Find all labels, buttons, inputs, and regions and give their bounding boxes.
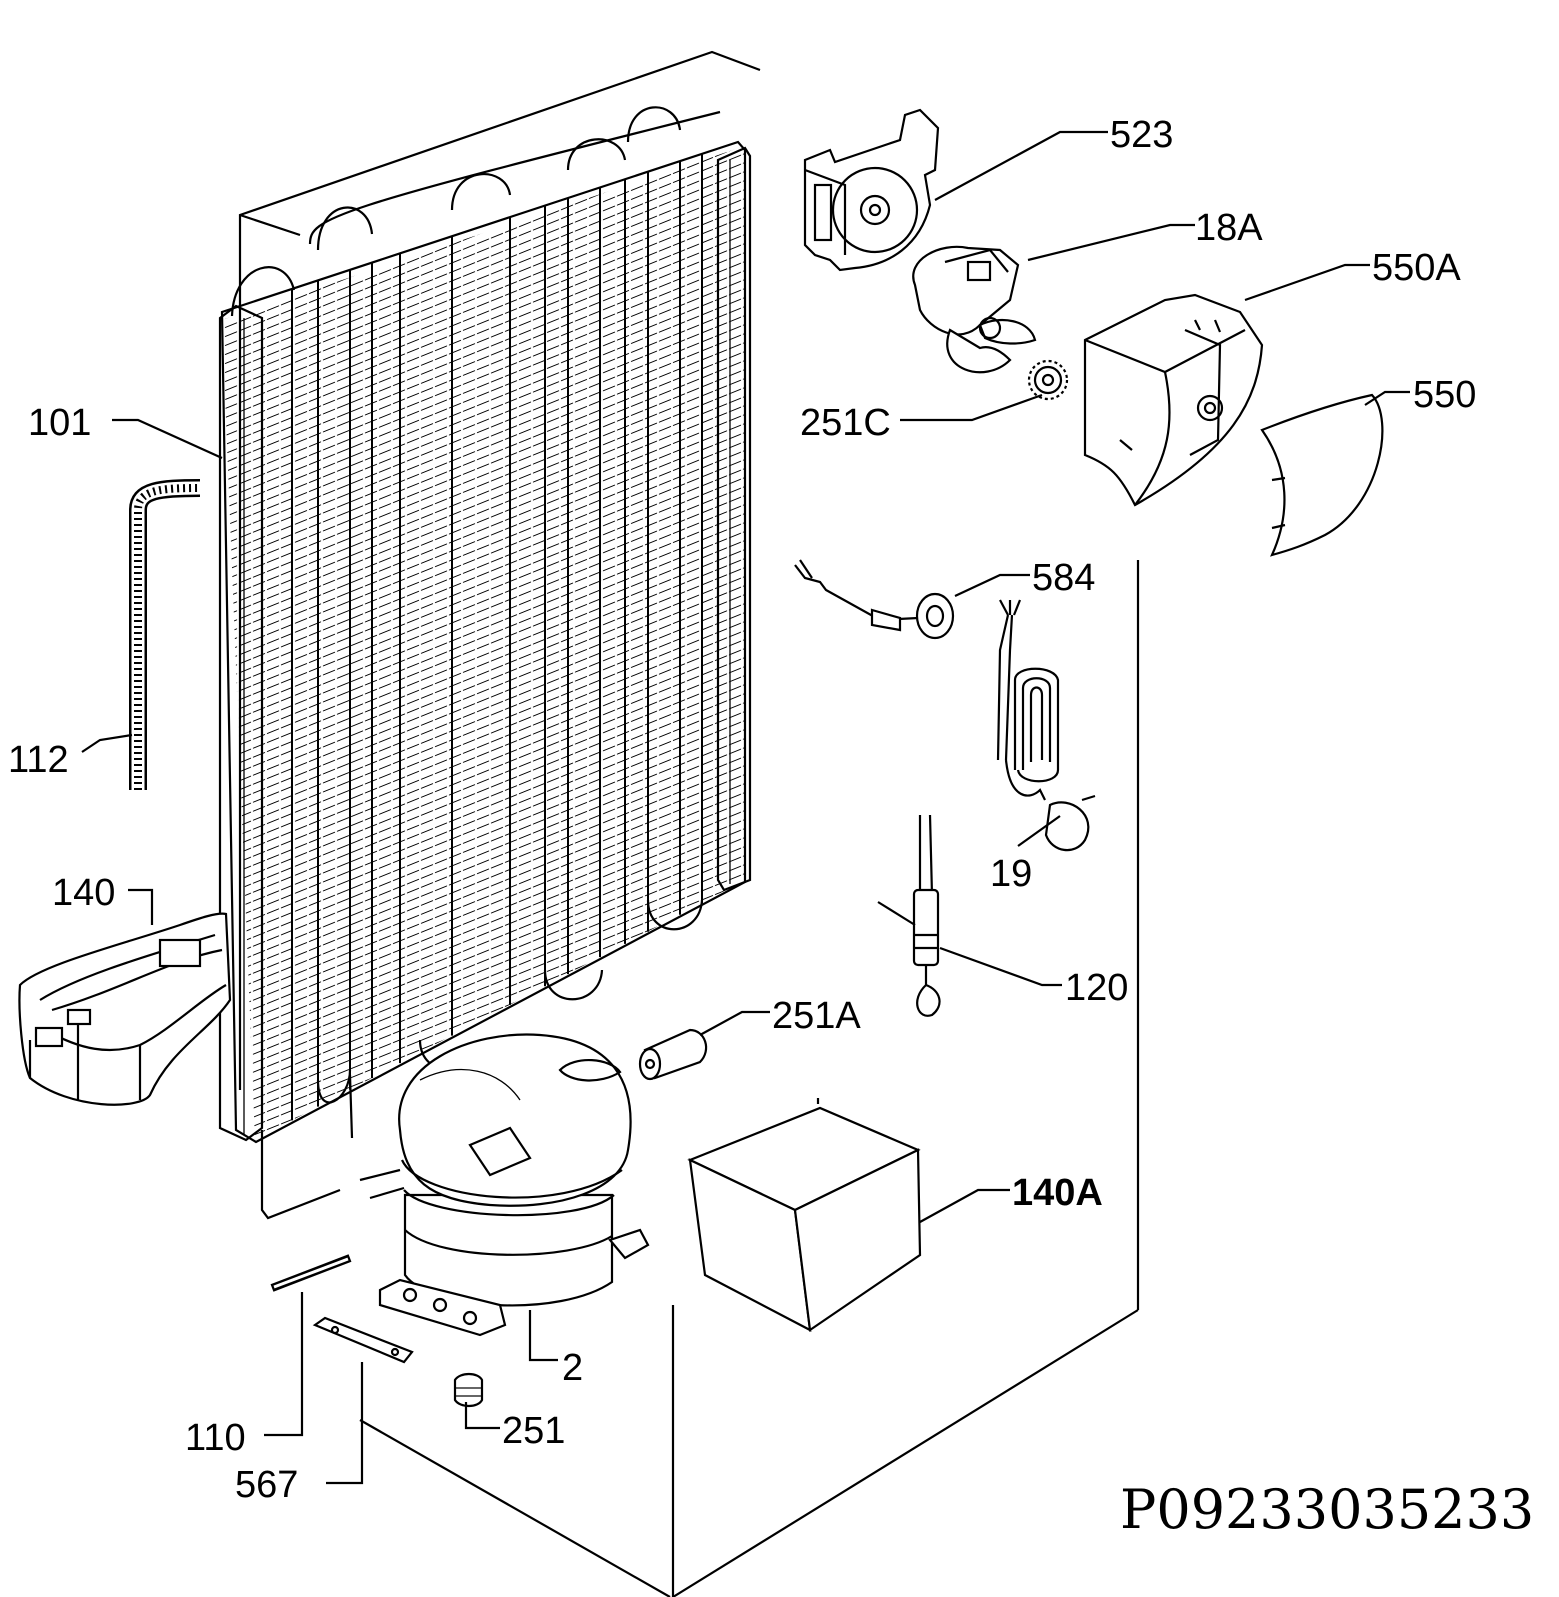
drawing-code: P09233035233 xyxy=(1120,1478,1534,1541)
callout-567: 567 xyxy=(235,1464,298,1506)
callout-523: 523 xyxy=(1110,114,1173,156)
callout-112: 112 xyxy=(8,739,69,781)
callout-140A: 140A xyxy=(1012,1172,1103,1214)
condenser-101 xyxy=(218,106,752,1220)
callout-550A: 550A xyxy=(1372,247,1461,289)
relay-251A xyxy=(638,1028,708,1081)
callout-140: 140 xyxy=(52,872,115,914)
callout-251A: 251A xyxy=(772,995,861,1037)
lamp-holder-584 xyxy=(794,559,955,640)
callout-120: 120 xyxy=(1065,967,1128,1009)
drip-tray-140 xyxy=(18,912,232,1106)
leader-lines xyxy=(81,130,1410,1485)
sensor-120 xyxy=(877,814,941,1017)
callout-550: 550 xyxy=(1413,374,1476,416)
fan-housing-523 xyxy=(803,108,940,272)
heater-19 xyxy=(996,599,1096,852)
fan-motor-18A xyxy=(912,245,1037,374)
lamp-cover-550 xyxy=(1260,393,1384,557)
compressor-2 xyxy=(359,1033,650,1337)
callout-labels: 523 18A 550A 550 251C 101 584 112 19 140… xyxy=(8,114,1534,1541)
gear-251C xyxy=(1027,359,1069,401)
callout-2: 2 xyxy=(562,1347,583,1389)
callout-110: 110 xyxy=(185,1417,246,1459)
drain-hose-112 xyxy=(129,479,201,790)
lamp-housing-550A xyxy=(1083,293,1264,507)
callout-584: 584 xyxy=(1032,557,1095,599)
callout-19: 19 xyxy=(990,853,1032,895)
callout-251C: 251C xyxy=(800,402,891,444)
small-parts-lower xyxy=(270,1254,484,1408)
callout-101: 101 xyxy=(28,402,91,444)
callout-18A: 18A xyxy=(1195,207,1263,249)
box-140A xyxy=(687,1098,922,1332)
callout-251: 251 xyxy=(502,1410,565,1452)
